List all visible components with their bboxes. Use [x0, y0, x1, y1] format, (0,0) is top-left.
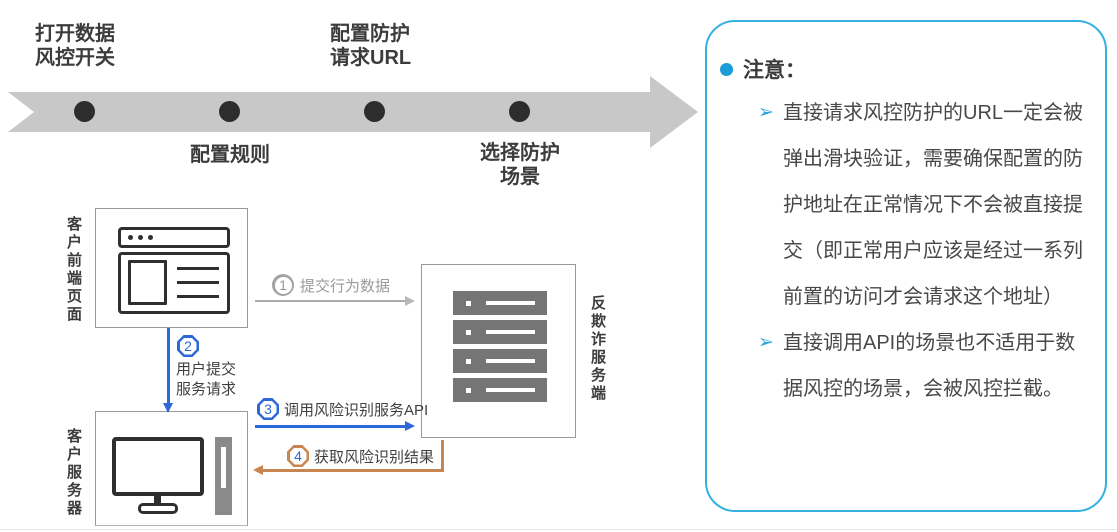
- step-4-badge: 4: [287, 445, 309, 467]
- note-title: 注意：: [743, 59, 806, 82]
- frontend-page-label: 客户前端页面: [65, 216, 82, 324]
- step-3-badge: 3: [257, 398, 279, 420]
- timeline-dot-2: [219, 101, 240, 122]
- step-2-badge: 2: [177, 335, 199, 357]
- arrow-4-label: 获取风险识别结果: [314, 449, 435, 466]
- antifraud-server-label: 反欺诈服务端: [589, 295, 606, 403]
- arrow-1-label: 提交行为数据: [300, 278, 391, 295]
- arrow-2-line: [167, 328, 170, 404]
- note-item-list: ➢ 直接请求风控防护的URL一定会被弹出滑块验证，需要确保配置的防护地址在正常情…: [758, 90, 1094, 412]
- slide-bottom-edge: [0, 529, 1117, 530]
- note-bullet-icon: [720, 63, 733, 76]
- timeline-dot-4: [509, 101, 530, 122]
- timeline-step-2-label: 配置规则: [190, 144, 270, 166]
- note-item-text: 直接请求风控防护的URL一定会被弹出滑块验证，需要确保配置的防护地址在正常情况下…: [783, 102, 1084, 308]
- arrow-4-line-vertical: [441, 440, 444, 472]
- customer-server-label: 客户服务器: [65, 428, 82, 518]
- arrow-4-head-icon: [253, 465, 263, 475]
- note-panel: [705, 20, 1107, 512]
- step-1-badge: 1: [272, 274, 294, 296]
- arrow-3-label: 调用风险识别服务API: [284, 402, 429, 419]
- timeline-step-3-label: 配置防护 请求URL: [330, 23, 412, 69]
- arrow-2-label: 用户提交 服务请求: [176, 361, 237, 399]
- timeline-dot-1: [74, 101, 95, 122]
- timeline-step-4-label: 选择防护 场景: [480, 142, 560, 188]
- arrow-bullet-icon: ➢: [758, 332, 774, 353]
- pc-tower-slot: [221, 447, 226, 488]
- arrow-3-line: [255, 425, 407, 428]
- arrow-3-head-icon: [405, 421, 415, 431]
- timeline-arrow-band: [8, 76, 698, 148]
- note-item-text: 直接调用API的场景也不适用于数据风控的场景，会被风控拦截。: [783, 332, 1076, 400]
- arrow-bullet-icon: ➢: [758, 102, 774, 123]
- note-item: ➢ 直接调用API的场景也不适用于数据风控的场景，会被风控拦截。: [758, 320, 1094, 412]
- arrow-1-head-icon: [405, 296, 415, 306]
- arrow-2-head-icon: [163, 403, 173, 413]
- note-item: ➢ 直接请求风控防护的URL一定会被弹出滑块验证，需要确保配置的防护地址在正常情…: [758, 90, 1094, 320]
- arrow-4-line: [262, 469, 444, 472]
- timeline-step-1-label: 打开数据 风控开关: [35, 23, 115, 69]
- arrow-1-line: [255, 300, 405, 302]
- timeline-dot-3: [364, 101, 385, 122]
